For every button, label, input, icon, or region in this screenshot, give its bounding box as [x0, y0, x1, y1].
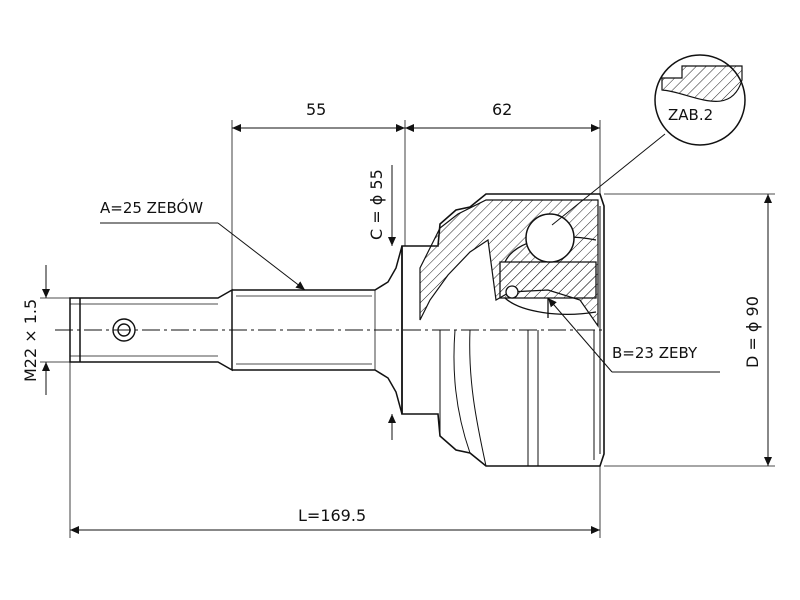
- dimension-55-label: 55: [306, 100, 326, 119]
- spline-a-label: A=25 ZEBÓW: [100, 198, 203, 217]
- dimension-d: D = ϕ 90: [604, 193, 775, 467]
- dimension-l-label: L=169.5: [298, 506, 366, 525]
- spline-a-callout: A=25 ZEBÓW: [100, 198, 306, 291]
- dimension-m-label: M22 × 1.5: [21, 299, 40, 382]
- ball: [525, 213, 575, 263]
- spline-b-label: B=23 ZEBY: [612, 344, 698, 362]
- dimension-c-label: C = ϕ 55: [367, 169, 386, 240]
- dimension-d-label: D = ϕ 90: [743, 296, 762, 368]
- spline-b-callout: B=23 ZEBY: [547, 297, 720, 373]
- cotter-hole: [112, 318, 136, 342]
- small-ball: [505, 285, 519, 299]
- dimension-l: L=169.5: [69, 362, 601, 538]
- detail-label: ZAB.2: [668, 106, 713, 124]
- joint-housing: [401, 193, 605, 467]
- dimension-c: C = ϕ 55: [367, 165, 396, 440]
- dimension-62-label: 62: [492, 100, 512, 119]
- dimension-55: 55: [231, 100, 406, 290]
- dimension-m: M22 × 1.5: [21, 265, 70, 395]
- detail-callout: ZAB.2: [551, 54, 746, 226]
- dimension-62: 62: [405, 100, 601, 194]
